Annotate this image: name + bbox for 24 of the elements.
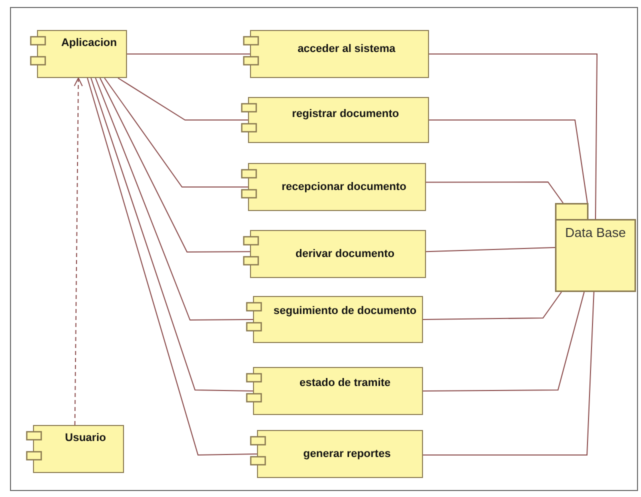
component-label: seguimiento de documento bbox=[272, 305, 416, 317]
connector-line bbox=[90, 78, 254, 392]
connector-line bbox=[422, 292, 585, 392]
component-label: estado de tramite bbox=[298, 377, 391, 389]
connector-line bbox=[118, 78, 248, 120]
component-label: Aplicacion bbox=[60, 37, 117, 49]
component-label: derivar documento bbox=[294, 248, 395, 260]
connector-line bbox=[95, 78, 254, 320]
connector-line bbox=[428, 120, 588, 204]
connector-line bbox=[104, 78, 248, 188]
connector-line bbox=[422, 292, 594, 456]
connector-line bbox=[86, 78, 258, 456]
component-label: generar reportes bbox=[302, 448, 391, 460]
connector-line bbox=[428, 54, 598, 220]
component-label: registrar documento bbox=[291, 108, 399, 120]
component-label: acceder al sistema bbox=[296, 43, 396, 55]
connector-line bbox=[426, 182, 564, 204]
package-label: Data Base bbox=[564, 225, 627, 240]
connector-line bbox=[426, 247, 556, 252]
component-label: recepcionar documento bbox=[280, 181, 406, 193]
dependency-arrow bbox=[74, 78, 83, 426]
component-label: Usuario bbox=[64, 432, 106, 444]
connector-line bbox=[100, 78, 250, 252]
connector-line bbox=[422, 292, 562, 320]
